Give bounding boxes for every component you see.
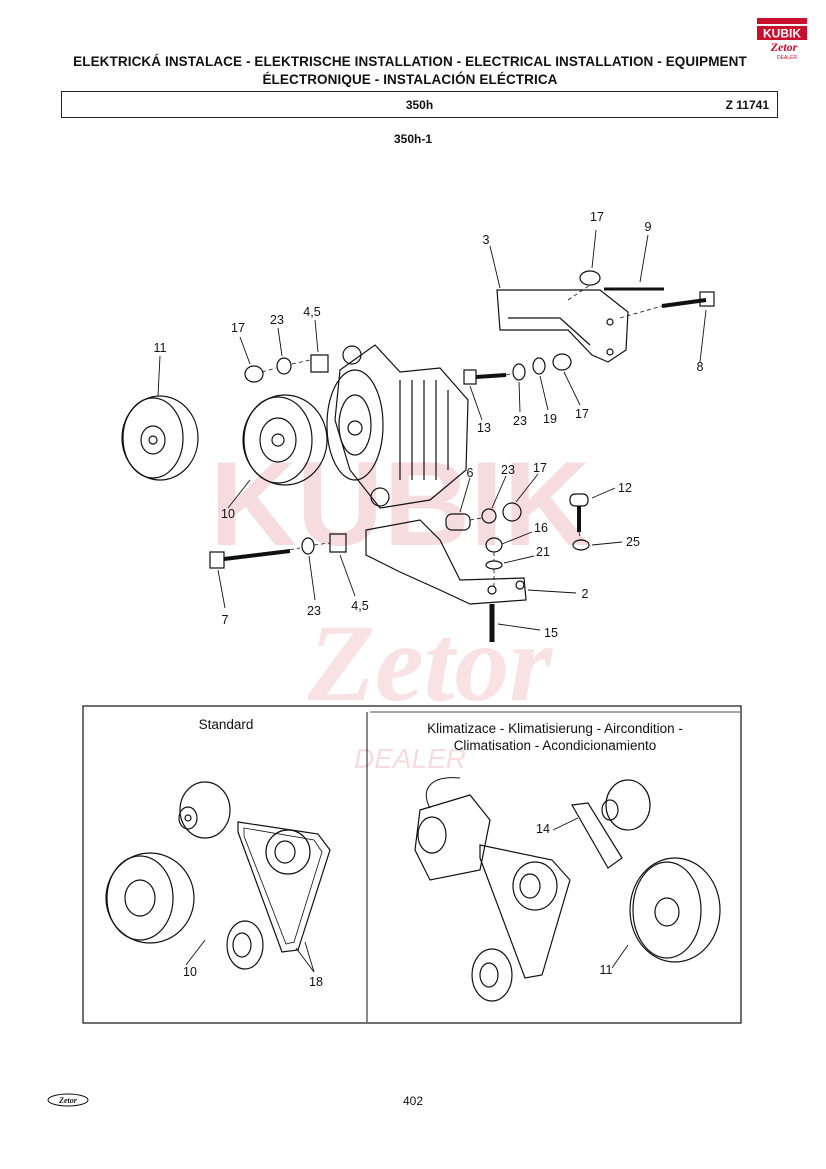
aircon-label-14: 14 [536, 822, 550, 836]
aircon-label-11: 11 [600, 963, 613, 977]
nut-17-left [244, 365, 264, 383]
label-13: 13 [477, 421, 491, 435]
bracket-3 [496, 289, 629, 363]
options-frame [82, 705, 742, 1024]
footer-logo-text: Zetor [58, 1096, 78, 1105]
logo-kubik-text: KUBIK [763, 27, 801, 41]
part-labels: 17 9 3 8 23 4,5 17 11 13 23 19 17 10 6 2… [154, 210, 704, 640]
page-number: 402 [402, 1094, 424, 1108]
logo-zetor-text: Zetor [770, 40, 798, 54]
washer-19 [532, 357, 546, 375]
label-10: 10 [221, 507, 235, 521]
label-3: 3 [483, 233, 490, 247]
label-15: 15 [544, 626, 558, 640]
bracket-3-slot [508, 317, 591, 346]
standard-label-10: 10 [183, 965, 197, 979]
bolt-8-head [699, 291, 715, 307]
label-23-mid: 23 [501, 463, 515, 477]
watermark-zetor: Zetor [307, 602, 554, 724]
label-17-right: 17 [575, 407, 589, 421]
label-23-right: 23 [513, 414, 527, 428]
label-8: 8 [697, 360, 704, 374]
label-4-5-bottom: 4,5 [351, 599, 368, 613]
label-12: 12 [618, 481, 632, 495]
label-25: 25 [626, 535, 640, 549]
bolt-7-head [209, 551, 225, 569]
shim-4-5-top [310, 354, 329, 373]
watermark-dealer: DEALER [354, 743, 466, 774]
catalog-reference: Z 11741 [725, 98, 769, 112]
aircon-alternator [601, 779, 651, 831]
bolt-8 [661, 298, 707, 308]
logo-dealer-text: DEALER [777, 55, 797, 61]
washer-23-right [512, 363, 526, 381]
pulley-10 [242, 394, 328, 486]
label-6: 6 [467, 466, 474, 480]
aircon-small-pulley [471, 948, 513, 1002]
standard-crank-pulley [265, 829, 311, 875]
standard-title: Standard [199, 717, 254, 732]
nut-17-top [579, 270, 601, 286]
label-21: 21 [536, 545, 550, 559]
document-title-line-2: ÉLECTRONIQUE - INSTALACIÓN ELÉCTRICA [262, 72, 558, 87]
standard-pulley-10 [105, 852, 195, 944]
bracket-2 [365, 519, 527, 605]
label-23-bottom: 23 [307, 604, 321, 618]
footer-zetor-logo: Zetor [47, 1093, 89, 1107]
aircon-title-line-1: Klimatizace - Klimatisierung - Aircondit… [427, 721, 683, 736]
label-19: 19 [543, 412, 557, 426]
bolt-13-head [463, 369, 477, 385]
nut-17-right [552, 353, 572, 371]
label-16: 16 [534, 521, 548, 535]
aircon-crank-pulley [512, 861, 558, 911]
label-17-left: 17 [231, 321, 245, 335]
spacer-6 [445, 513, 471, 531]
aircon-belt-main [479, 844, 571, 979]
washer-23-mid [481, 508, 497, 524]
label-9: 9 [645, 220, 652, 234]
aircon-pulley-11 [629, 857, 721, 963]
belt-options-table: Standard Klimatizace - Klimatisierung - … [82, 705, 742, 1024]
group-bar: 350h Z 11741 [61, 91, 778, 118]
label-17-top: 17 [590, 210, 604, 224]
aircon-title-line-2: Climatisation - Acondicionamiento [454, 738, 657, 753]
aircon-compressor [414, 777, 491, 881]
document-title-line-1: ELEKTRICKÁ INSTALACE - ELEKTRISCHE INSTA… [73, 54, 747, 69]
nut-17-mid [502, 502, 522, 522]
washer-23-bottom [301, 537, 315, 555]
watermark: KUBIK Zetor DEALER [210, 437, 590, 774]
label-17-mid: 17 [533, 461, 547, 475]
standard-alternator [178, 781, 231, 839]
standard-small-pulley [226, 920, 264, 970]
group-code: 350h [405, 98, 434, 112]
label-23-top: 23 [270, 313, 284, 327]
label-11: 11 [154, 341, 167, 355]
label-7: 7 [222, 613, 229, 627]
label-2: 2 [582, 587, 589, 601]
standard-label-18: 18 [309, 975, 323, 989]
aircon-belt-14 [571, 802, 623, 869]
label-4-5-top: 4,5 [303, 305, 320, 319]
figure-id: 350h-1 [393, 132, 433, 146]
kubik-zetor-logo: KUBIK Zetor DEALER [757, 17, 807, 67]
pulley-11 [121, 395, 199, 481]
alternator [326, 344, 469, 509]
washer-23-top [276, 357, 292, 375]
shim-4-5-bottom [329, 533, 347, 553]
